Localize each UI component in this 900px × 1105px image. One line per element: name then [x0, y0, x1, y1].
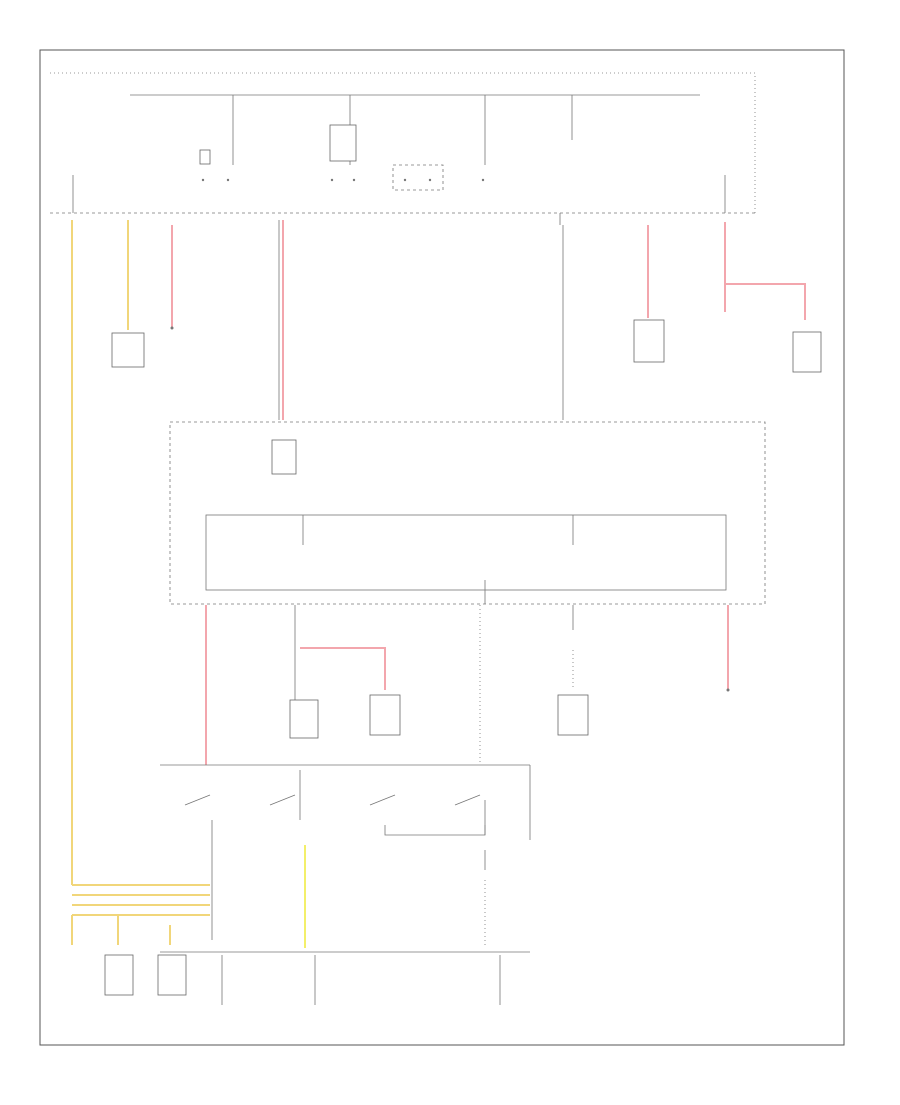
pink-feed-1 — [170, 225, 174, 330]
control-module — [169, 421, 766, 605]
module-outputs — [205, 605, 730, 765]
connector-left — [111, 332, 145, 368]
left-feed-wires — [71, 220, 210, 886]
fuse-block — [50, 72, 756, 225]
ignition-switch — [160, 764, 531, 945]
diagram-frame — [39, 49, 845, 1046]
pink-feed-2 — [278, 220, 284, 420]
bottom-splice — [71, 820, 530, 1005]
right-feed-wires — [562, 222, 822, 420]
